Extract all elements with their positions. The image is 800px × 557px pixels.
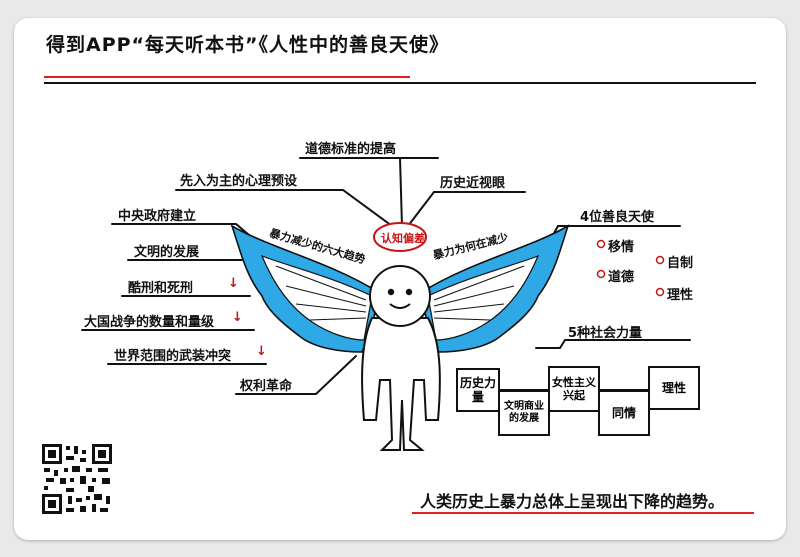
force-cell: 女性主义兴起 — [548, 366, 600, 412]
center-label: 认知偏差 — [381, 232, 425, 245]
force-cell: 同情 — [598, 390, 650, 436]
angels-title: 4位善良天使 — [580, 210, 655, 225]
angel-item: 道德 — [608, 270, 635, 285]
page-title: 得到APP“每天听本书”《人性中的善良天使》 — [46, 34, 450, 56]
conclusion-text: 人类历史上暴力总体上呈现出下降的趋势。 — [420, 492, 725, 511]
qr-code — [40, 442, 114, 516]
top-item-moral-standards: 道德标准的提高 — [305, 142, 397, 157]
force-cell: 历史力量 — [456, 368, 500, 412]
angel-item: 移情 — [608, 240, 635, 255]
force-cell: 理性 — [648, 366, 700, 410]
down-arrow-icon: ↓ — [256, 344, 267, 359]
trend-item: 中央政府建立 — [118, 209, 197, 224]
title-underline-red — [44, 76, 410, 78]
down-arrow-icon: ↓ — [232, 310, 243, 325]
trend-item: 大国战争的数量和量级 — [84, 315, 215, 330]
trend-item: 权利革命 — [240, 379, 293, 394]
forces-title: 5种社会力量 — [568, 326, 643, 341]
person-figure — [361, 265, 441, 451]
angel-item: 理性 — [667, 288, 694, 303]
trend-item: 文明的发展 — [134, 245, 200, 260]
conclusion-underline-red — [412, 512, 754, 514]
angel-item: 自制 — [667, 256, 694, 271]
trend-item: 酷刑和死刑 — [128, 281, 194, 296]
title-underline-black — [44, 82, 756, 84]
top-item-historical-myopia: 历史近视眼 — [440, 176, 506, 191]
trend-item: 世界范围的武装冲突 — [114, 349, 232, 364]
top-item-preconception: 先入为主的心理预设 — [180, 174, 298, 189]
force-cell: 文明商业的发展 — [498, 390, 550, 436]
down-arrow-icon: ↓ — [228, 276, 239, 291]
center-oval — [373, 222, 427, 252]
